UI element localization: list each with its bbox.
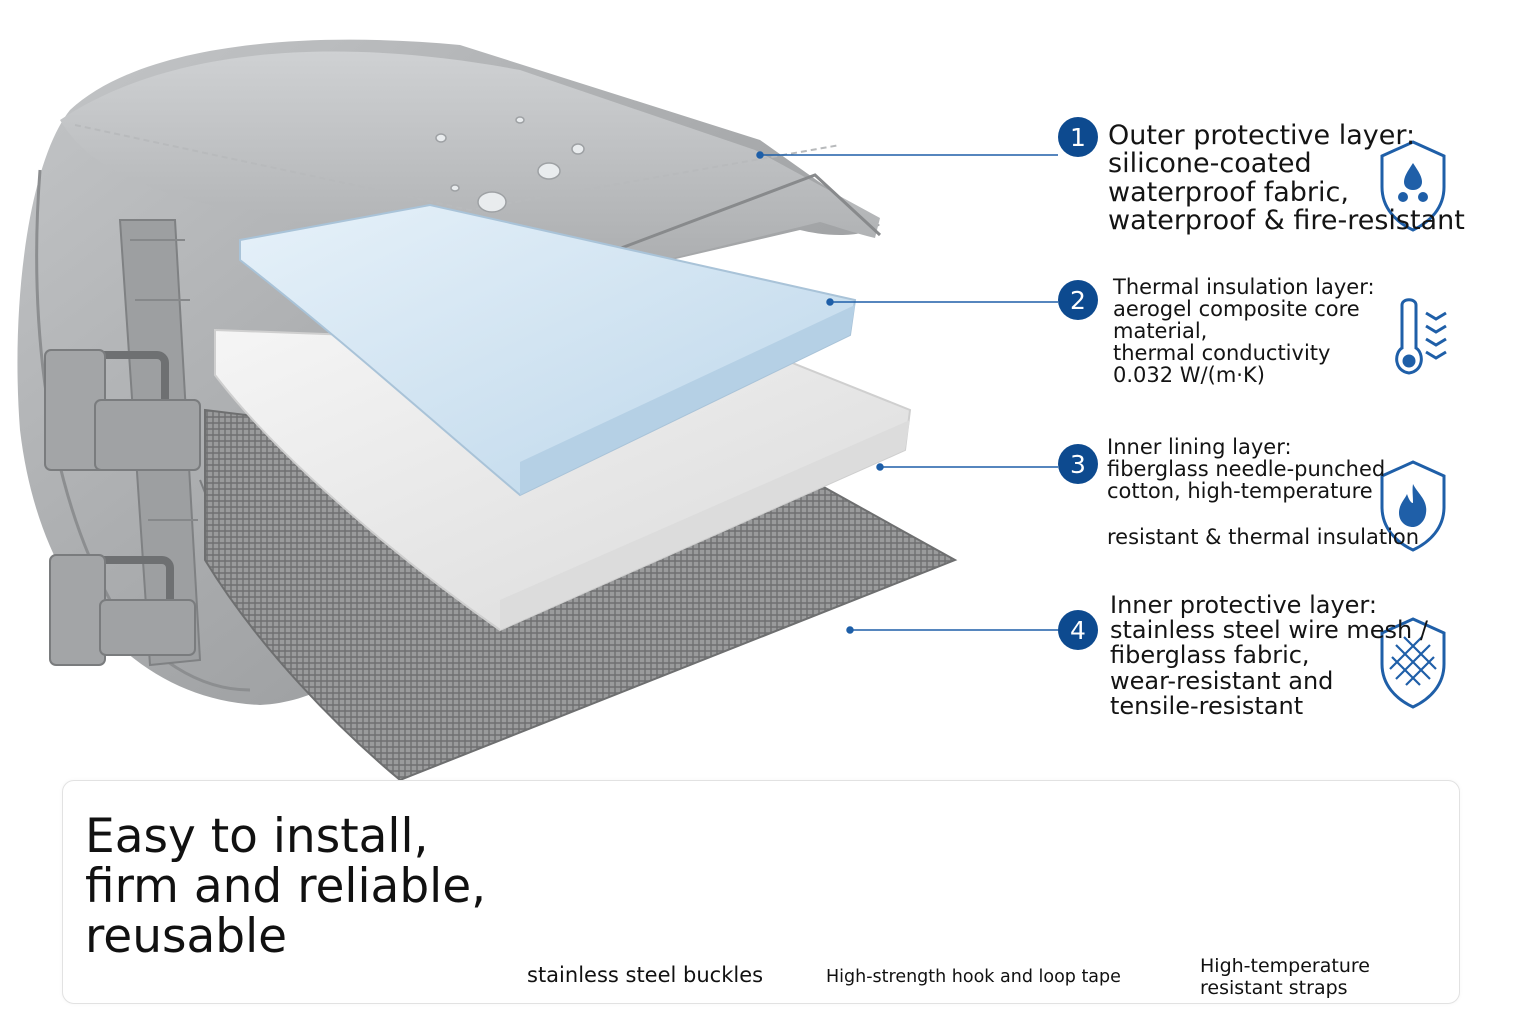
layer-badge-3: 3 [1058,444,1098,484]
layer-description-3: Inner lining layer: fiberglass needle-pu… [1107,435,1420,550]
features-panel [62,780,1460,1004]
features-headline: Easy to install, firm and reliable, reus… [85,809,487,964]
layer-badge-4: 4 [1058,610,1098,650]
layer-description-4: Inner protective layer: stainless steel … [1110,591,1428,720]
flame-shield-icon [1380,460,1446,552]
layer-description-2: Thermal insulation layer: aerogel compos… [1113,275,1375,388]
hook-loop-caption: High-strength hook and loop tape [826,967,1121,987]
layer-badge-1: 1 [1058,117,1098,157]
leader-lines [756,151,1058,634]
lining-layer [214,328,912,632]
buckle-caption: stainless steel buckles [527,963,764,987]
layer-description-1: Outer protective layer: silicone-coated … [1108,120,1465,237]
strap-caption: High-temperature resistant straps [1200,955,1370,999]
water-drop-shield-icon [1380,140,1446,232]
mesh-shield-icon [1380,617,1446,709]
layer-badge-2: 2 [1058,280,1098,320]
thermometer-icon [1395,298,1447,375]
aerogel-layer [239,203,857,497]
